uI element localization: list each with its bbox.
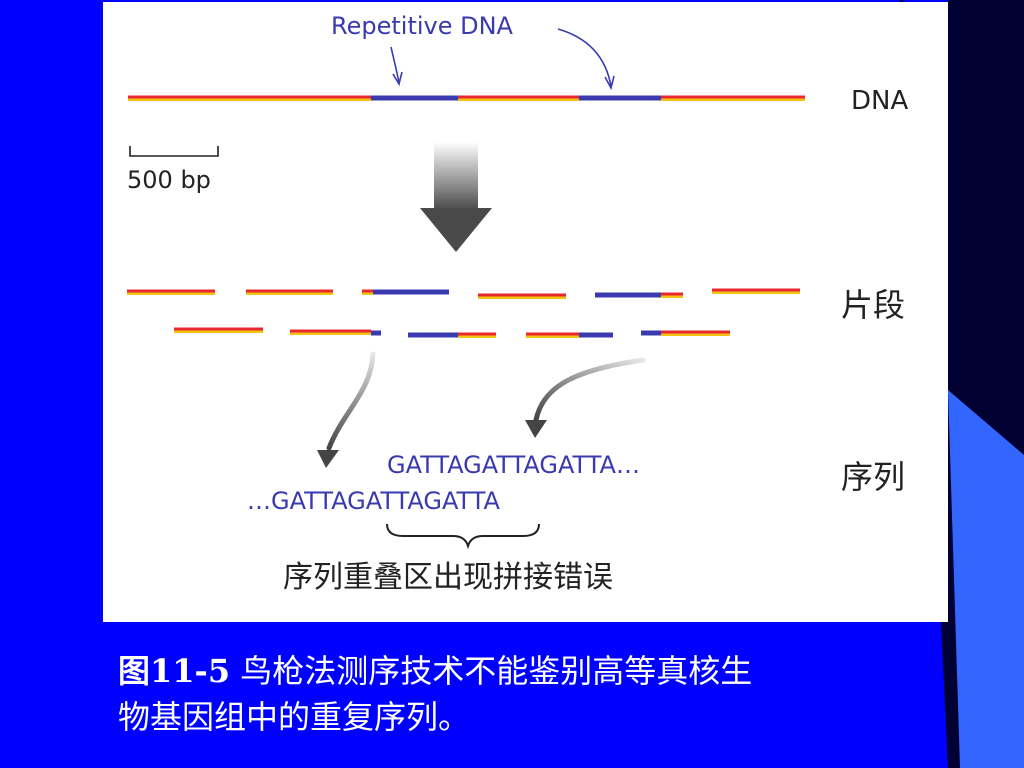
- pointer-arrow-right: [557, 28, 612, 87]
- genomic-dna-line: [128, 95, 805, 101]
- sequence-upper: GATTAGATTAGATTA…: [387, 451, 640, 479]
- pointer-arrow-left-head: [392, 71, 403, 87]
- dna-fragment: [526, 332, 613, 338]
- dna-fragment: [595, 292, 683, 298]
- overlap-brace: [386, 523, 540, 550]
- caption-text-line-1: 鸟枪法测序技术不能鉴别高等真核生: [240, 652, 753, 690]
- caption-line-1: 图11-5 鸟枪法测序技术不能鉴别高等真核生: [118, 648, 898, 694]
- dna-fragment: [246, 289, 333, 295]
- dna-fragment: [408, 332, 496, 338]
- repetitive-dna-label: Repetitive DNA: [331, 12, 514, 40]
- dna-fragment: [712, 288, 800, 294]
- pointer-arrow-left: [390, 46, 400, 83]
- down-arrow: [420, 142, 492, 252]
- pointer-arrow-right-head: [604, 75, 615, 91]
- figure-number: 图11-5: [118, 652, 231, 690]
- sequence-lower: …GATTAGATTAGATTA: [247, 487, 501, 515]
- fragments-label: 片段: [841, 286, 905, 324]
- sequence-label: 序列: [841, 458, 905, 496]
- fragments-row-2: [174, 327, 730, 338]
- scale-bar: [129, 146, 219, 157]
- scale-label: 500 bp: [127, 166, 211, 194]
- corner-accent-shape: [948, 390, 1024, 768]
- figure-panel: Repetitive DNA DNA 500 bp: [103, 2, 948, 622]
- curve-arrow-left: [317, 351, 376, 468]
- dna-fragment: [478, 293, 566, 299]
- repetitive-pointer-arrows: [390, 28, 615, 91]
- overlap-error-caption: 序列重叠区出现拼接错误: [283, 560, 613, 595]
- curve-arrow-right: [525, 357, 646, 438]
- caption-line-2: 物基因组中的重复序列。: [118, 694, 898, 740]
- fragments-row-1: [127, 288, 800, 299]
- dna-fragment: [641, 330, 730, 336]
- dna-label: DNA: [851, 86, 908, 116]
- dna-fragment: [290, 329, 381, 336]
- dna-fragment: [174, 327, 263, 333]
- dna-fragment: [362, 289, 449, 295]
- caption-text-line-2: 物基因组中的重复序列。: [118, 698, 471, 736]
- dna-fragment: [127, 289, 215, 295]
- shotgun-sequencing-diagram: Repetitive DNA DNA 500 bp: [127, 12, 908, 595]
- slide-caption: 图11-5 鸟枪法测序技术不能鉴别高等真核生 物基因组中的重复序列。: [118, 648, 898, 740]
